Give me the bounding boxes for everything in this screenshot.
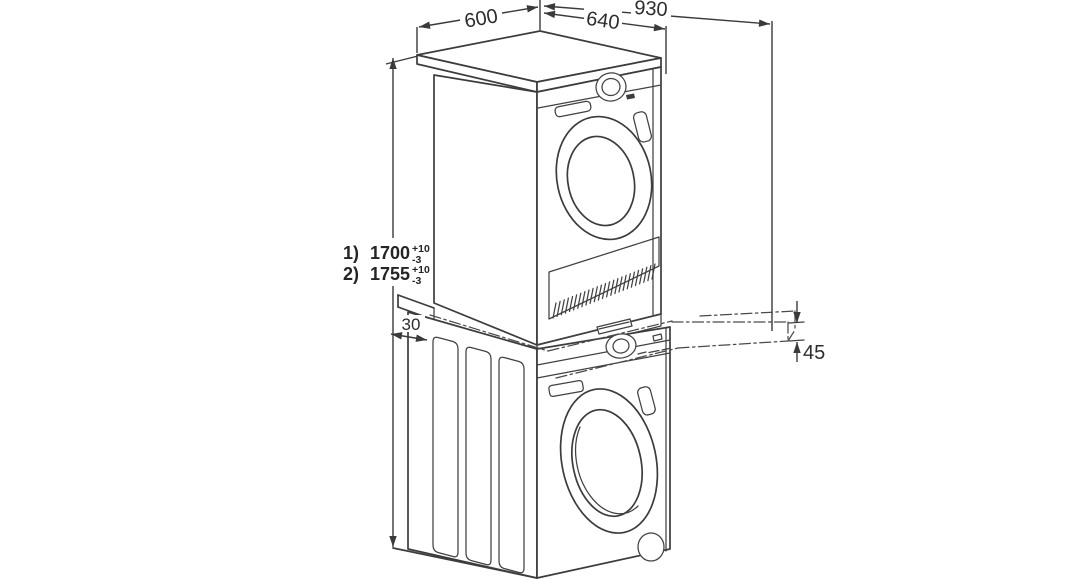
dryer-display-indicator [626,93,635,100]
dim-label-45: 45 [803,342,825,364]
washer-control-panel [536,333,671,398]
dryer-knob [601,77,621,97]
washer-drum-arc [574,426,639,515]
washer-side-grooves [432,336,525,574]
washer-door-handle [637,386,656,416]
dryer-control-panel [537,72,662,118]
dryer-handle-recess [554,100,592,118]
shelf-bottom-edge [677,340,789,349]
height-option-2-index: 2) [343,264,359,284]
dryer-door [555,111,653,241]
washer-panel-marking-1 [637,351,647,355]
dimension-labels: 600 640 930 1) 1700 +10 -3 2) 1755 +10 -… [336,0,825,364]
dryer-vent-slats [552,263,656,319]
dryer-service-panel [548,236,660,320]
dim-label-30: 30 [402,315,421,334]
shelf-tick-bottom [788,339,805,342]
shelf-front-left-edge [429,314,549,352]
washer-door [559,386,659,534]
shelf-back-top-edge [699,310,796,317]
dryer [416,30,662,346]
dryer-side-panel [433,74,538,346]
washer-side-panel [407,311,538,579]
frame-latch-line [598,321,630,330]
height-option-1-tol-upper: +10 [412,243,430,255]
washing-machine [392,311,671,579]
washer-panel-bottom-line [536,352,671,379]
washer-side-groove-2 [465,346,492,566]
height-option-2-value: 1755 [370,264,410,284]
washer-panel-marking-2 [648,349,660,354]
height-option-2-tol-lower: -3 [412,275,421,287]
pull-out-shelf [429,310,805,379]
shelf-stop-detail [652,333,663,342]
washer-panel-marking-3 [661,347,670,351]
dim-label-640: 640 [585,8,621,34]
frame-ledge-top-edge [397,294,435,309]
label-bg-930 [631,0,671,17]
label-bg-640 [584,6,622,25]
dryer-door-glass [566,135,636,227]
height-option-1-index: 1) [343,243,359,263]
shelf-end-bottom-connect [787,329,796,342]
height-option-2-tol-upper: +10 [412,264,430,276]
washer-knob [612,338,630,354]
washer-detergent-drawer [548,379,584,398]
shelf-left-bottom-edge [555,347,679,379]
washer-side-groove-1 [432,336,459,558]
label-bg-30 [399,315,425,332]
washer-drain-cover [637,532,665,562]
washer-side-groove-3 [498,356,525,574]
dim-label-930: 930 [634,0,669,21]
shelf-left-top-edge [547,320,673,352]
height-option-1-tol-lower: -3 [412,254,421,266]
dryer-door-handle [632,111,652,143]
washer-door-glass [571,408,643,518]
height-option-1-value: 1700 [370,243,410,263]
washer-panel-top-line [536,339,671,366]
label-bg-600 [460,4,502,24]
label-bg-heights [336,238,431,286]
dim-line-30 [390,332,428,342]
